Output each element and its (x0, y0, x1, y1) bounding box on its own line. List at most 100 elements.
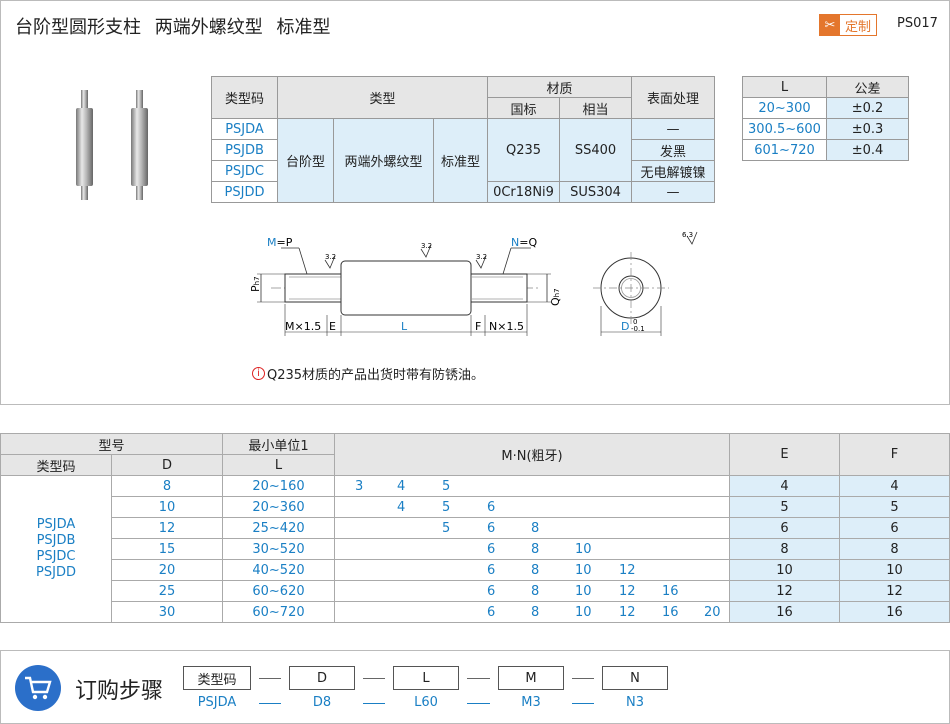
typecode-cell[interactable]: PSJDA (211, 118, 278, 140)
step-box: L (393, 666, 459, 690)
mn-value[interactable]: 4 (397, 500, 406, 515)
f-cell: 5 (839, 496, 950, 518)
mn-value[interactable]: 8 (531, 605, 540, 620)
dim-e: E (329, 320, 336, 333)
custom-label: 定制 (845, 19, 872, 35)
tol-cell: ±0.4 (826, 139, 909, 161)
mn-value[interactable]: 10 (575, 563, 592, 578)
d-cell: 12 (111, 517, 223, 539)
tol-l-cell: 20~300 (742, 97, 827, 119)
tol-l-cell: 601~720 (742, 139, 827, 161)
step-box: D (289, 666, 355, 690)
mn-value[interactable]: 3 (355, 479, 364, 494)
step-box: 类型码 (183, 666, 251, 690)
rust-note: i Q235材质的产品出货时带有防锈油。 (252, 364, 484, 383)
roughness-label: 3.2 (325, 253, 336, 261)
e-cell: 4 (729, 475, 840, 497)
mn-value[interactable]: 8 (531, 542, 540, 557)
mn-value[interactable]: 6 (487, 500, 496, 515)
th-surface: 表面处理 (631, 76, 715, 119)
th-tol: 公差 (826, 76, 909, 98)
mn-value[interactable]: 16 (662, 605, 679, 620)
mn-value[interactable]: 5 (442, 479, 451, 494)
surface-cell: — (631, 118, 715, 140)
mn-value[interactable]: 10 (575, 605, 592, 620)
typecode-text[interactable]: PSJDA (36, 517, 76, 532)
dim-n15: N×1.5 (489, 320, 524, 333)
mn-value[interactable]: 8 (531, 584, 540, 599)
custom-button[interactable]: ✂ 定制 (819, 14, 878, 36)
typecode-text[interactable]: PSJDD (36, 565, 76, 580)
mn-value[interactable]: 16 (662, 584, 679, 599)
step-value[interactable]: L60 (414, 695, 438, 710)
mn-value[interactable]: 20 (704, 605, 721, 620)
nq-label: N=Q (511, 236, 537, 249)
typecode-text[interactable]: PSJDB (36, 533, 76, 548)
th-l: L (222, 454, 335, 476)
mn-value[interactable]: 6 (487, 584, 496, 599)
f-cell: 8 (839, 538, 950, 560)
mn-value[interactable]: 4 (397, 479, 406, 494)
mn-value[interactable]: 5 (442, 521, 451, 536)
mn-value[interactable]: 6 (487, 521, 496, 536)
mn-value[interactable]: 12 (619, 584, 636, 599)
material-cell: SS400 (559, 118, 632, 182)
surface-cell: 发黑 (631, 139, 715, 161)
mn-value[interactable]: 8 (531, 563, 540, 578)
mn-cell: 4 5 6 (334, 496, 730, 518)
type-cell: 两端外螺纹型 (333, 118, 434, 203)
step-value[interactable]: PSJDA (197, 695, 237, 710)
tolerance-table: L 公差 20~300±0.2 300.5~600±0.3 601~720±0.… (742, 76, 909, 161)
mn-value[interactable]: 5 (442, 500, 451, 515)
mn-value[interactable]: 10 (575, 542, 592, 557)
l-range-cell: 20~360 (222, 496, 335, 518)
mn-value[interactable]: 6 (487, 563, 496, 578)
typecode-text[interactable]: PSJDC (36, 549, 76, 564)
step-value[interactable]: N3 (626, 695, 644, 710)
tol-l-cell: 300.5~600 (742, 118, 827, 140)
order-title: 订购步骤 (75, 679, 164, 704)
mn-value[interactable]: 6 (487, 605, 496, 620)
mn-value[interactable]: 8 (531, 521, 540, 536)
typecode-cell[interactable]: PSJDC (211, 160, 278, 182)
cart-icon (15, 665, 61, 711)
product-code: PS017 (897, 16, 938, 31)
typecode-cell[interactable]: PSJDD (211, 181, 278, 203)
l-range-cell: 40~520 (222, 559, 335, 581)
typecode-cell[interactable]: PSJDB (211, 139, 278, 161)
step-box: N (602, 666, 668, 690)
product-photo (76, 90, 148, 200)
step-connector (259, 678, 281, 679)
mn-value[interactable]: 12 (619, 563, 636, 578)
step-value[interactable]: D8 (312, 695, 332, 710)
f-cell: 6 (839, 517, 950, 539)
dim-m15: M×1.5 (285, 320, 321, 333)
th-typecode: 类型码 (211, 76, 278, 119)
surface-cell: 无电解镀镍 (631, 160, 715, 182)
d-cell: 15 (111, 538, 223, 560)
mn-value[interactable]: 6 (487, 542, 496, 557)
material-cell: Q235 (487, 118, 560, 182)
info-icon: i (252, 367, 265, 380)
tol-cell: ±0.3 (826, 118, 909, 140)
th-std: 国标 (487, 97, 560, 119)
mn-cell: 6 8 10 12 16 20 (334, 601, 730, 623)
type-cell: 台阶型 (277, 118, 334, 203)
f-cell: 10 (839, 559, 950, 581)
th-mn: M·N(粗牙) (334, 433, 730, 476)
mn-value[interactable]: 10 (575, 584, 592, 599)
value-connector (259, 703, 281, 704)
mn-cell: 3 4 5 (334, 475, 730, 497)
step-value[interactable]: M3 (521, 695, 541, 710)
mn-value[interactable]: 12 (619, 605, 636, 620)
value-connector (363, 703, 385, 704)
th-model: 型号 (0, 433, 223, 455)
l-range-cell: 20~160 (222, 475, 335, 497)
